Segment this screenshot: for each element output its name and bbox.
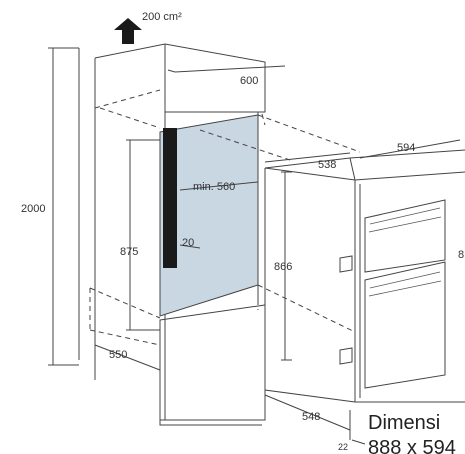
oven-height-label: 866 [274, 261, 292, 273]
cabinet-depth-bottom-label: 550 [109, 349, 127, 361]
caption-size: 888 x 594 [368, 437, 456, 454]
caption-title: Dimensi [368, 412, 440, 434]
oven-depth-bottom-label: 548 [302, 411, 320, 423]
projection-lines [199, 114, 361, 333]
oven-height-right-label: 8 [458, 249, 464, 261]
min-width-label: min. 560 [193, 181, 235, 193]
up-arrow-icon [114, 18, 142, 44]
ventilation-label: 200 cm² [142, 11, 182, 23]
niche-back-panel [163, 128, 177, 268]
cabinet-depth-top-label: 600 [240, 75, 258, 87]
cabinet-height-label: 2000 [21, 203, 45, 215]
oven-offset-label: 22 [338, 442, 348, 452]
gap-label: 20 [182, 237, 194, 249]
oven [264, 149, 465, 403]
dimension-lines [48, 47, 461, 445]
niche-height-label: 875 [120, 246, 138, 258]
oven-width-label: 594 [397, 142, 415, 154]
oven-depth-top-label: 538 [318, 159, 336, 171]
oven-niche [159, 114, 259, 317]
